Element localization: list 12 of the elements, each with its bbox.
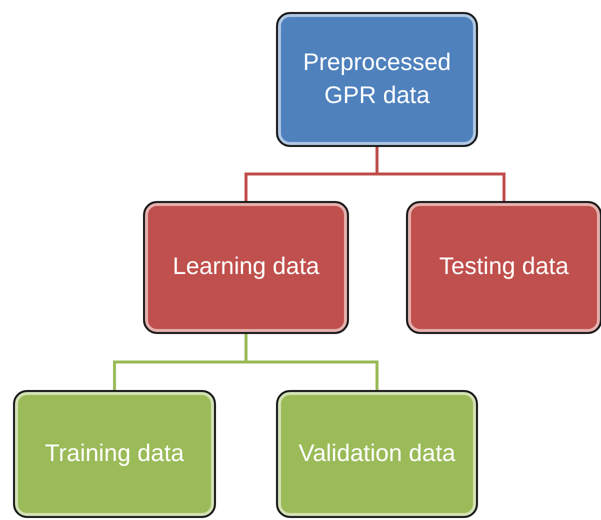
box-label: Training data	[44, 438, 184, 469]
box-label: Validation data	[298, 438, 456, 469]
box-label: Preprocessed GPR data	[302, 48, 452, 110]
process-box	[276, 12, 478, 147]
process-box	[143, 201, 349, 334]
connector-line	[244, 334, 378, 390]
box-label: Testing data	[439, 252, 569, 282]
process-box	[406, 201, 601, 334]
box-label: Learning data	[172, 252, 320, 282]
process-box	[13, 390, 216, 518]
connector-line	[376, 147, 506, 201]
process-box	[276, 390, 478, 518]
